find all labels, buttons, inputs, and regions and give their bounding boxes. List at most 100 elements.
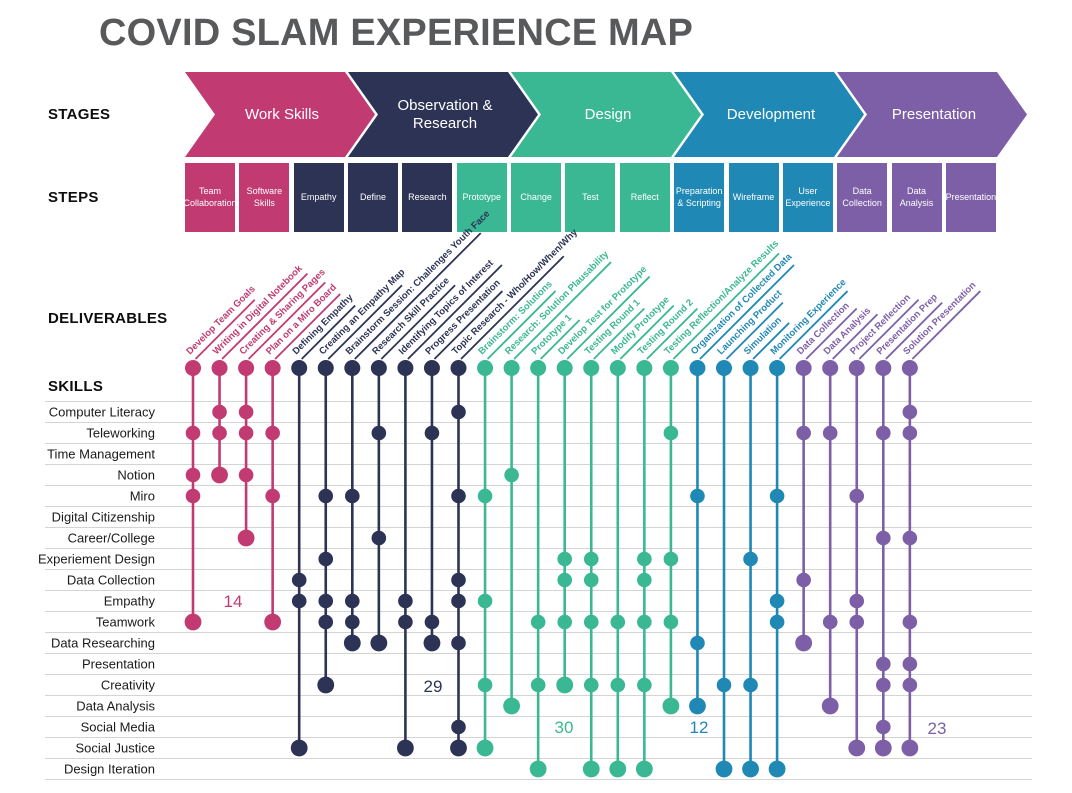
deliverable-anchor-dot [609,360,626,376]
skill-dot [662,697,680,715]
step-box-presentation: Presentation [946,163,996,232]
deliverable-leader-line [221,273,309,360]
skill-dot [265,488,280,504]
skill-dot [237,529,255,547]
skill-dot [477,677,493,693]
skill-dot [769,614,785,630]
skill-dot [476,739,494,757]
skill-dot [317,676,335,694]
skill-row-label: Career/College [68,531,155,546]
step-box-label: Define [360,191,387,202]
skill-dot [902,425,918,441]
step-box-software-skills: Software Skills [239,163,290,232]
step-box-data-analysis: Data Analysis [891,163,942,232]
deliverable-anchor-dot [769,360,786,376]
skill-dot [689,697,706,715]
step-box-reflect: Reflect [619,163,670,232]
deliverable-leader-line [911,290,981,360]
deliverable-leader-line [725,302,784,360]
skill-dot [423,634,441,652]
step-box-prototype: Prototype [456,163,507,232]
deliverables-section-label: DELIVERABLES [48,310,168,327]
skill-dot [768,760,786,778]
stage-arrow-presentation: Presentation [837,72,1027,157]
deliverable-leader-line [354,232,482,360]
stages-section-label: STAGES [48,106,111,123]
step-box-wireframe: Wireframe [728,163,779,232]
skill-dot [769,593,785,609]
skill-dot [848,739,866,757]
count-annotation: 29 [424,677,443,696]
deliverable-anchor-dot [716,360,732,376]
skills-section-label: SKILLS [48,378,104,395]
skill-row-label: Teamwork [96,615,156,630]
skill-dot [398,614,413,630]
skill-dot [238,425,254,441]
skill-dot [583,677,599,693]
deliverable-leader-line [407,264,503,360]
step-box-label: Wireframe [732,191,775,202]
deliverable-anchor-dot [238,360,255,376]
deliverable-leader-line [805,307,858,360]
skill-dot [345,593,360,609]
step-box-label: Reflect [630,191,659,202]
skill-dot [716,677,732,693]
skill-dot [290,739,308,757]
step-box-define: Define [348,163,399,232]
skill-dot [849,593,865,609]
deliverable-leader-line [593,307,645,360]
stage-arrow-observation-research: Observation & Research [348,72,538,157]
deliverable-leader-line [619,304,675,360]
deliverable-leader-line [486,290,557,360]
deliverable-anchor-dot [291,360,308,376]
step-box-research: Research [402,163,453,232]
skill-row-label: Data Researching [51,636,155,651]
deliverable-leader-line [672,252,780,360]
skill-dot [690,488,705,504]
skill-dot [637,551,652,567]
skill-row-label: Computer Literacy [49,405,156,420]
deliverable-anchor-dot [556,360,573,376]
skill-dot [690,635,705,651]
step-box-label: Data Analysis [899,186,934,208]
skill-dot [530,677,546,693]
deliverable-anchor-dot [397,360,414,376]
skill-dot [663,425,679,441]
skill-dot [582,760,600,778]
skill-dot [901,739,919,757]
stage-arrow-design: Design [511,72,701,157]
skill-row-label: Notion [117,468,155,483]
skill-dot [876,425,891,441]
skill-dot [610,677,626,693]
deliverable-anchor-dot [450,360,467,376]
skill-dot [450,739,467,757]
deliverable-leader-line [433,290,504,360]
count-annotation: 23 [928,719,947,738]
stage-arrow-label: Work Skills [245,105,319,123]
skill-dot [477,593,493,609]
deliverable-anchor-dot [689,360,706,376]
skill-dot [637,614,652,630]
skill-dot [265,425,280,441]
skill-dot [371,530,387,546]
skill-dot [398,593,413,609]
step-box-team-collaboration: Team Collaboration [183,163,237,232]
skill-row-label: Presentation [82,657,155,672]
step-box-label: Change [520,191,552,202]
skill-dot [318,593,334,609]
skill-dot [743,551,758,567]
deliverable-leader-line [699,264,795,360]
skill-dot [557,614,572,630]
deliverable-leader-line [513,261,612,360]
skill-dot [849,614,865,630]
skill-dot [637,677,652,693]
skill-row-label: Experiement Design [38,552,155,567]
skill-dot [822,425,838,441]
stage-arrow-work-skills: Work Skills [185,72,375,157]
skill-dot [583,551,599,567]
skill-dot [343,634,361,652]
step-box-user-experience: User Experience [782,163,833,232]
skill-dot [371,425,387,441]
